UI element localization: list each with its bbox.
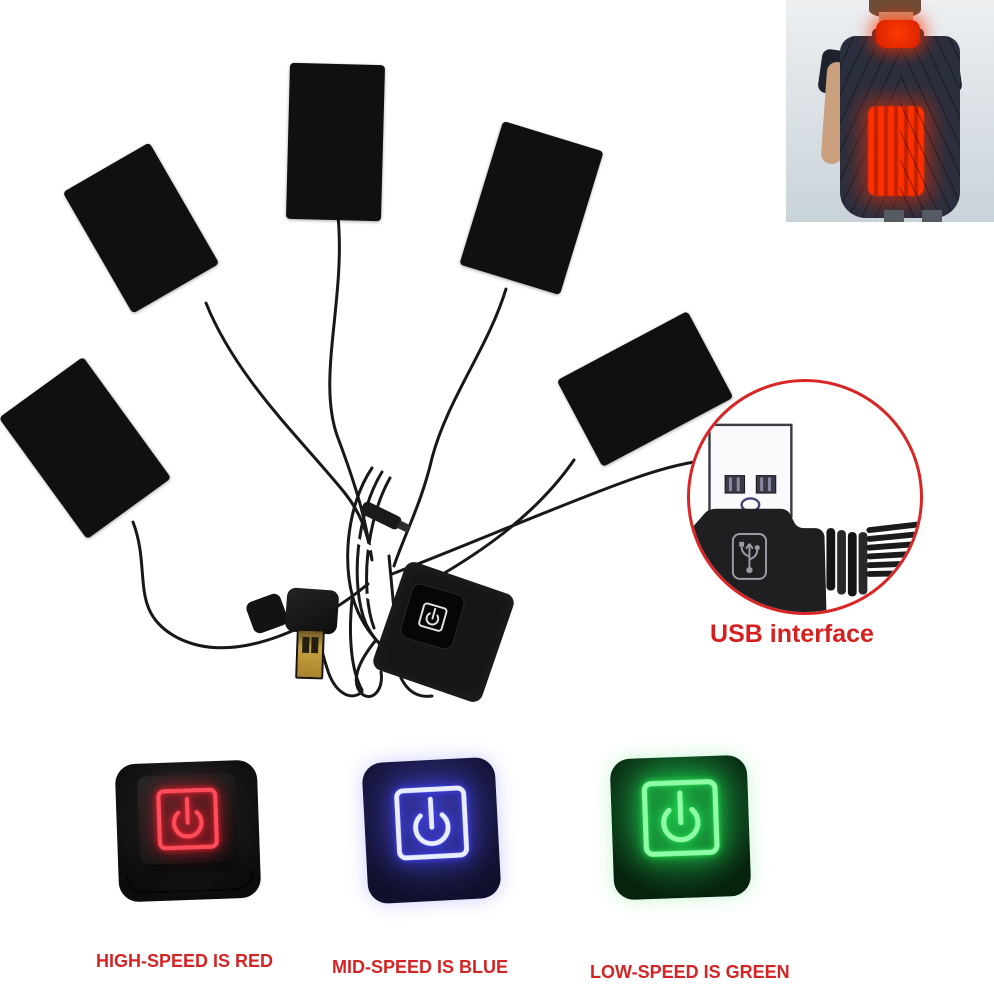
heated-collar-zone (876, 20, 920, 48)
wire-tie (365, 593, 385, 605)
model-leg-left (884, 210, 904, 222)
speed-caption-low: LOW-SPEED IS GREEN (590, 962, 790, 982)
usb-cable (866, 521, 920, 577)
usb-overmold (690, 508, 827, 612)
heated-back-zone (868, 106, 924, 196)
controller-power-button (398, 581, 467, 652)
power-icon (417, 601, 448, 632)
model-leg-right (922, 210, 942, 222)
inline-connector (360, 501, 411, 533)
speed-button-low (609, 754, 752, 901)
vest-photo-inset (786, 0, 994, 222)
wire-to-controller (399, 676, 434, 698)
usb-plug-contacts (295, 628, 325, 680)
speed-caption-mid: MID-SPEED IS BLUE (332, 957, 509, 977)
power-icon (156, 787, 219, 851)
heated-vest (840, 36, 960, 218)
heating-pad-1 (285, 62, 386, 222)
usb-connector-closeup (690, 423, 920, 612)
speed-button-mid (361, 756, 502, 905)
strain-relief (826, 528, 868, 597)
speed-caption-high: HIGH-SPEED IS RED (96, 951, 274, 971)
wire-tie (353, 537, 373, 551)
wire-pad-2 (204, 301, 374, 562)
power-icon (393, 785, 469, 861)
usb-interface-label: USB interface (710, 620, 874, 648)
usb-plug (284, 587, 340, 635)
usb-closeup-circle (687, 379, 923, 615)
usb-trident-icon (731, 533, 767, 580)
wire-pad-4 (392, 287, 508, 568)
power-icon (641, 779, 720, 857)
speed-button-high (114, 759, 262, 903)
